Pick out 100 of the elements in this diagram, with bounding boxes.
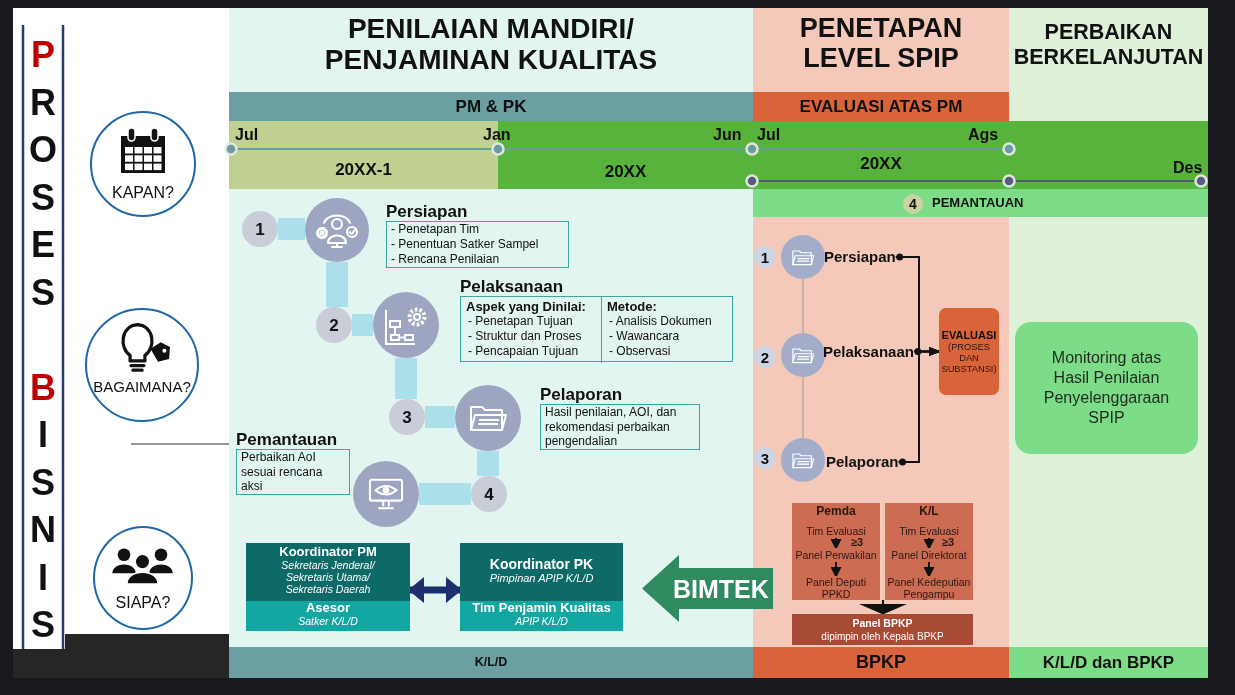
number-circle: 1: [754, 246, 776, 268]
box-heading: Pelaporan: [540, 386, 623, 404]
timeline-label: Des: [1173, 159, 1203, 177]
timeline-label: Jul: [235, 126, 259, 144]
step-circle: [781, 438, 825, 482]
list-item: - Analisis Dokumen: [608, 313, 713, 329]
phase-bar: [229, 92, 753, 121]
cell-heading: Metode:: [607, 298, 658, 314]
connector-line: [802, 376, 804, 439]
role-box: [246, 601, 410, 631]
step-label: Pelaksanaan: [823, 343, 914, 360]
step-label: Panel Deputi PPKD: [799, 577, 873, 600]
step-circle: [781, 235, 825, 279]
circle-label: KAPAN?: [112, 184, 174, 202]
bar-label: PM & PK: [455, 96, 527, 117]
box-heading: Pemda: [816, 505, 856, 517]
year-label: 20XX: [604, 162, 647, 182]
box-heading: Panel BPKP: [852, 616, 913, 630]
list-item: - Pencapaian Tujuan: [467, 343, 580, 359]
role-subtitle: Satker K/L/D: [298, 615, 358, 627]
role-title: Koordinator PK: [489, 556, 594, 572]
number-circle: 3: [389, 399, 425, 435]
box-text: Hasil penilaian, AOI, dan rekomendasi perbaikan pengendalian: [545, 405, 678, 449]
step-label: Panel Kedeputian Pengampu: [886, 577, 972, 600]
step-label: Pelaporan: [826, 454, 899, 470]
band-label: BPKP: [856, 652, 906, 673]
column-title: PENILAIAN MANDIRI/ PENJAMINAN KUALITAS: [323, 13, 659, 75]
path-band: [425, 406, 455, 428]
list-item: - Struktur dan Proses: [467, 328, 583, 344]
footer-band: [1009, 647, 1208, 678]
year-label: 20XX: [860, 154, 902, 174]
number-circle: 2: [316, 307, 352, 343]
bar-label: EVALUASI ATAS PM: [799, 96, 963, 117]
panel-box: [792, 503, 880, 600]
connector-line: [802, 278, 804, 334]
footer-band: [753, 647, 1009, 678]
year-label: 20XX-1: [335, 160, 392, 180]
list-item: - Rencana Penilaian: [391, 252, 501, 267]
number-circle: 4: [471, 476, 507, 512]
role-title: Koordinator PM: [279, 544, 377, 559]
panel-box: [885, 503, 973, 600]
circle-label: BAGAIMANA?: [93, 378, 191, 396]
step-label: Panel Perwakilan: [795, 549, 877, 561]
box-heading: K/L: [919, 505, 939, 517]
box-heading: Pemantauan: [236, 431, 338, 449]
step-circle: [781, 333, 825, 377]
phase-bar: [753, 92, 1009, 121]
panel-box: [792, 614, 973, 645]
role-box: [246, 543, 410, 601]
list-item: - Observasi: [608, 343, 672, 359]
path-band: [326, 262, 348, 307]
number-circle: 1: [242, 211, 278, 247]
box-heading: Pelaksanaan: [460, 278, 563, 296]
step-label: Panel Direktorat: [891, 549, 967, 561]
role-subtitle: APIP K/L/D: [515, 615, 568, 627]
box-text: (PROSES DAN SUBSTANSI): [940, 341, 998, 375]
list-item: - Penetapan Tim: [391, 222, 481, 237]
role-title: Asesor: [305, 601, 351, 615]
path-band: [477, 451, 499, 476]
number-circle: 3: [754, 447, 776, 469]
block-arrow: [642, 555, 773, 622]
step-label: Persiapan: [824, 249, 896, 265]
timeline-band: [753, 189, 1208, 217]
path-band: [352, 314, 373, 336]
band-label: PEMANTAUAN: [932, 195, 1024, 211]
box-heading: Persiapan: [386, 203, 468, 221]
cell-heading: Aspek yang Dinilai:: [466, 298, 587, 314]
role-subtitle: Pimpinan APIP K/L/D: [489, 572, 594, 585]
path-band: [419, 483, 471, 505]
band-label: K/L/D: [474, 654, 508, 671]
footer-band: [229, 647, 753, 678]
edge-label: ≥3: [941, 536, 956, 548]
evaluation-box: [939, 308, 999, 395]
circle-label: SIAPA?: [115, 594, 171, 612]
timeline-label: Jul: [757, 126, 781, 144]
path-band: [278, 218, 305, 240]
box-heading: EVALUASI: [941, 328, 997, 342]
timeline-label: Ags: [968, 126, 999, 144]
list-item: - Wawancara: [608, 328, 681, 344]
column-title: PENETAPAN LEVEL SPIP: [798, 13, 964, 73]
path-band: [395, 358, 417, 399]
timeline-label: Jan: [483, 126, 511, 144]
list-item: - Penetapan Tujuan: [468, 313, 574, 329]
box-text: Monitoring atas Hasil Penilaian Penyelenggaraan SPIP: [1042, 348, 1171, 428]
box-text: dipimpin oleh Kepala BPKP: [821, 629, 944, 643]
column-title: PERBAIKAN BERKELANJUTAN: [1012, 20, 1205, 70]
band-label: K/L/D dan BPKP: [1042, 652, 1175, 673]
box-text: Perbaikan AoI sesuai rencana aksi: [241, 450, 324, 494]
arrow-label: BIMTEK: [673, 574, 769, 603]
list-item: - Penentuan Satker Sampel: [391, 237, 540, 252]
side-title: PROSES BISNIS: [28, 33, 58, 647]
step-label: Tim Evaluasi: [806, 525, 866, 537]
role-box: [460, 543, 623, 601]
step-label: Tim Evaluasi: [899, 525, 959, 537]
edge-label: ≥3: [850, 536, 865, 548]
timeline-label: Jun: [713, 126, 742, 144]
rounded-box: [1015, 322, 1198, 454]
role-subtitle: Sekretaris Jenderal/ Sekretaris Utama/ Sekretaris Daerah: [280, 559, 377, 595]
role-title: Tim Penjamin Kualitas: [472, 601, 611, 615]
number-circle: 2: [754, 346, 776, 368]
